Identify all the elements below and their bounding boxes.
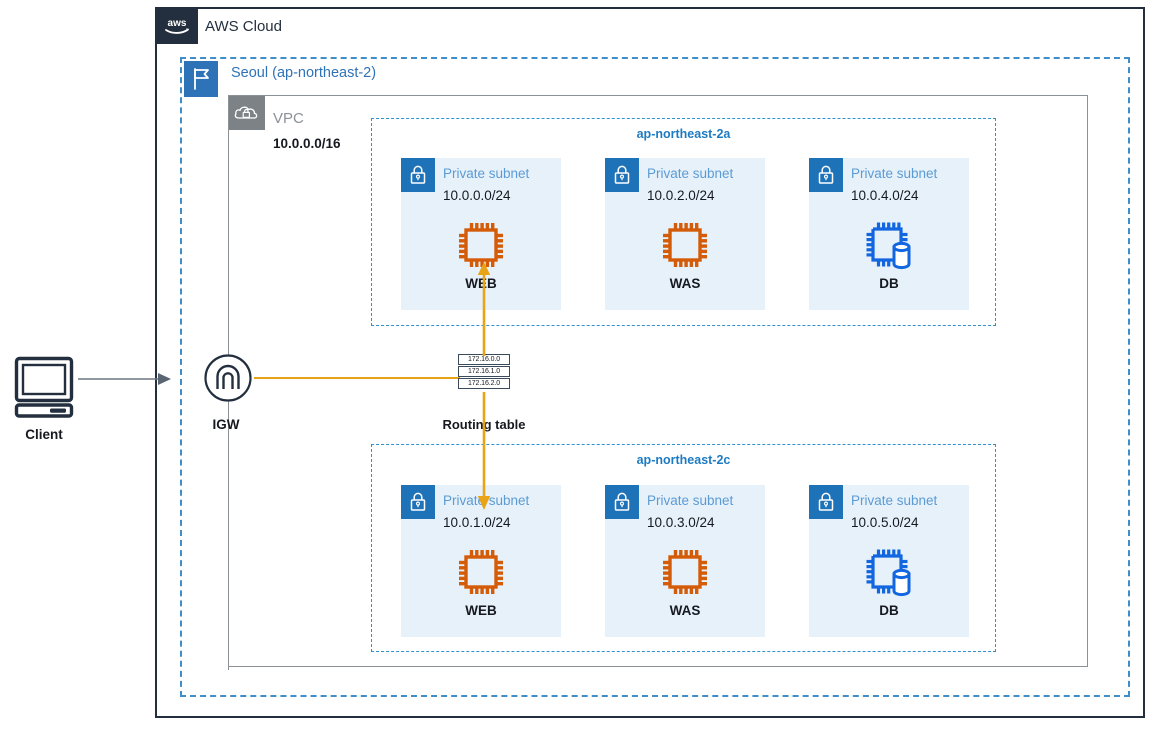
subnet-10-0-1-0-24[interactable]: Private subnet 10.0.1.0/24	[401, 485, 561, 637]
routing-table-to-web-a-connector	[476, 262, 492, 361]
ec2-instance-icon	[452, 543, 510, 606]
availability-zone-c-boundary	[371, 444, 996, 652]
node-label: DB	[879, 276, 899, 291]
vpc-cidr-label: 10.0.0.0/16	[273, 136, 341, 151]
node-label: WAS	[669, 276, 701, 291]
node-label: DB	[879, 603, 899, 618]
subnet-10-0-3-0-24[interactable]: Private subnet 10.0.3.0/24	[605, 485, 765, 637]
subnet-10-0-2-0-24[interactable]: Private subnet 10.0.2.0/24	[605, 158, 765, 310]
private-subnet-lock-icon	[605, 485, 639, 519]
vpc-left-edge-segment	[227, 370, 229, 670]
region-flag-icon	[184, 61, 218, 97]
ec2-instance-icon	[656, 543, 714, 606]
subnet-title: Private subnet	[851, 493, 938, 508]
internet-gateway-icon[interactable]	[203, 353, 253, 408]
private-subnet-lock-icon	[605, 158, 639, 192]
routing-table-row: 172.16.2.0	[458, 378, 510, 389]
vpc-label: VPC	[273, 110, 304, 127]
ec2-instance-icon	[656, 216, 714, 279]
region-boundary	[180, 57, 1130, 697]
private-subnet-lock-icon	[809, 485, 843, 519]
node-label: WEB	[465, 603, 497, 618]
subnet-10-0-5-0-24[interactable]: Private subnet 10.0.5.0/24	[809, 485, 969, 637]
subnet-title: Private subnet	[443, 166, 530, 181]
vpc-cloud-lock-icon	[229, 96, 265, 130]
subnet-cidr: 10.0.1.0/24	[443, 515, 511, 530]
private-subnet-lock-icon	[401, 485, 435, 519]
desktop-computer-icon	[14, 356, 74, 423]
routing-table-to-web-c-connector	[476, 392, 492, 515]
subnet-title: Private subnet	[647, 493, 734, 508]
igw-label: IGW	[212, 417, 240, 432]
rds-database-icon	[860, 543, 918, 606]
subnet-cidr: 10.0.0.0/24	[443, 188, 511, 203]
subnet-title: Private subnet	[647, 166, 734, 181]
node-label: WAS	[669, 603, 701, 618]
private-subnet-lock-icon	[401, 158, 435, 192]
availability-zone-a-boundary	[371, 118, 996, 326]
subnet-cidr: 10.0.2.0/24	[647, 188, 715, 203]
aws-cloud-boundary	[155, 7, 1145, 718]
igw-to-routing-table-connector	[254, 377, 460, 380]
aws-cloud-label: AWS Cloud	[205, 18, 282, 35]
subnet-10-0-0-0-24[interactable]: Private subnet 10.0.0.0/24	[401, 158, 561, 310]
routing-table-row: 172.16.1.0	[458, 366, 510, 377]
availability-zone-c-label: ap-northeast-2c	[636, 453, 731, 467]
private-subnet-lock-icon	[809, 158, 843, 192]
client-to-igw-connector	[78, 366, 174, 397]
client-label: Client	[25, 427, 63, 442]
subnet-cidr: 10.0.5.0/24	[851, 515, 919, 530]
ec2-instance-icon	[452, 216, 510, 279]
availability-zone-a-label: ap-northeast-2a	[636, 127, 731, 141]
region-label: Seoul (ap-northeast-2)	[231, 65, 377, 81]
subnet-cidr: 10.0.3.0/24	[647, 515, 715, 530]
node-label: WEB	[465, 276, 497, 291]
subnet-cidr: 10.0.4.0/24	[851, 188, 919, 203]
aws-logo-icon: aws	[156, 8, 198, 44]
svg-text:aws: aws	[168, 18, 187, 29]
rds-database-icon	[860, 216, 918, 279]
subnet-title: Private subnet	[851, 166, 938, 181]
subnet-10-0-4-0-24[interactable]: Private subnet 10.0.4.0/24	[809, 158, 969, 310]
